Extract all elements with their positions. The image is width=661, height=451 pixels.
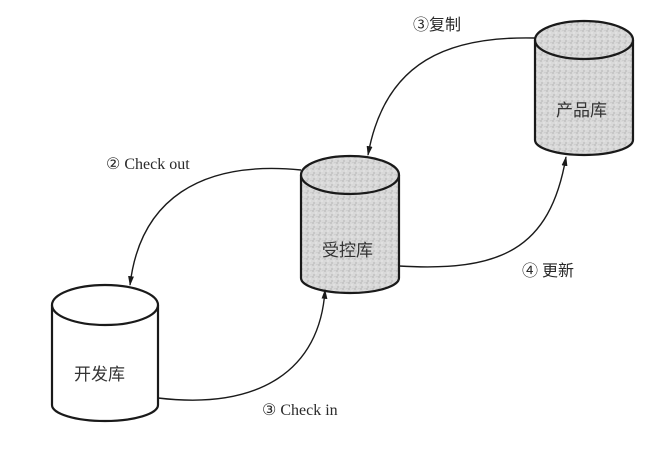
edge-checkout-arrow [128, 167, 302, 286]
edge-copy-arrow [366, 37, 536, 156]
edge-checkin-label: ③ Check in [262, 402, 338, 419]
dev-repo-cylinder [50, 283, 160, 423]
controlled-repo-label: 受控库 [322, 241, 373, 261]
edge-checkout-label: ② Check out [106, 156, 190, 173]
edge-update-arrow [398, 156, 568, 268]
edge-copy-label: ③复制 [413, 17, 462, 34]
edge-update-label: ④ 更新 [522, 263, 575, 280]
dev-repo-label: 开发库 [74, 365, 125, 385]
product-repo-label: 产品库 [556, 101, 607, 121]
controlled-repo-cylinder [299, 154, 401, 295]
product-repo-cylinder [533, 19, 635, 157]
edge-checkin-arrow [157, 289, 328, 401]
